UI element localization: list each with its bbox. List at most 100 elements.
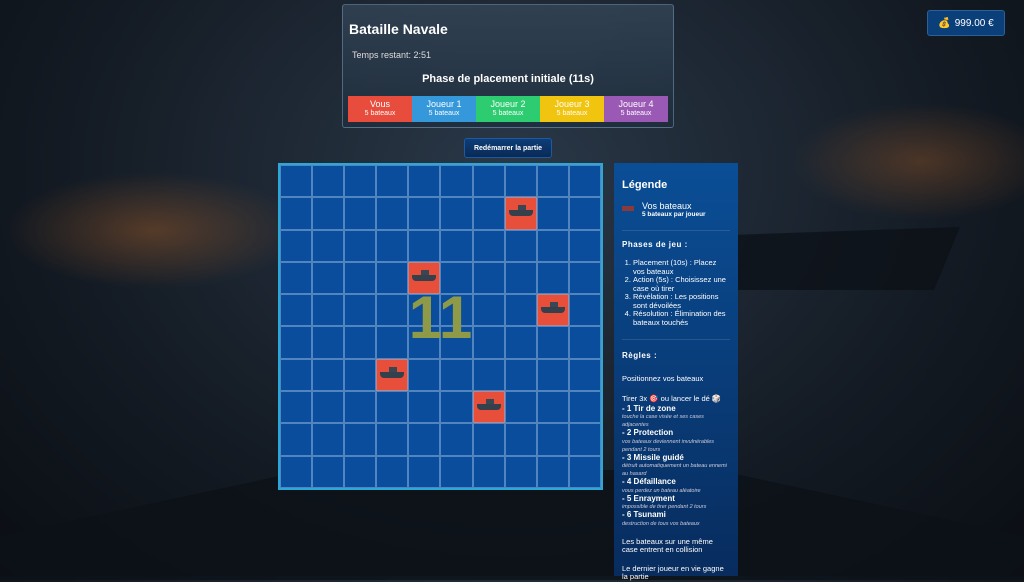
board-cell[interactable] xyxy=(408,423,441,456)
board-cell-ship[interactable] xyxy=(376,358,409,392)
board-cell[interactable] xyxy=(280,165,313,198)
board-cell[interactable] xyxy=(344,423,377,456)
board-cell[interactable] xyxy=(504,294,537,327)
board-cell[interactable] xyxy=(280,229,313,262)
board-cell[interactable] xyxy=(504,423,537,456)
board-cell[interactable] xyxy=(440,423,473,456)
board-cell[interactable] xyxy=(536,455,569,488)
board-cell[interactable] xyxy=(344,197,377,230)
board-cell[interactable] xyxy=(376,326,409,359)
board-cell[interactable] xyxy=(408,197,441,230)
board-cell[interactable] xyxy=(312,423,345,456)
board-cell[interactable] xyxy=(408,229,441,262)
board-cell[interactable] xyxy=(344,358,377,392)
board-cell-ship[interactable] xyxy=(504,197,537,230)
board-cell[interactable] xyxy=(568,165,601,198)
board-cell[interactable] xyxy=(568,455,601,488)
board-cell[interactable] xyxy=(440,261,473,295)
board-cell[interactable] xyxy=(280,358,313,392)
board-cell[interactable] xyxy=(472,229,505,262)
board-cell[interactable] xyxy=(312,294,345,327)
board-cell-ship[interactable] xyxy=(536,294,569,327)
balance-button[interactable]: 💰999.00 € xyxy=(927,10,1005,36)
board-cell[interactable] xyxy=(472,197,505,230)
board-cell[interactable] xyxy=(568,197,601,230)
board-cell[interactable] xyxy=(440,358,473,392)
board-cell[interactable] xyxy=(376,197,409,230)
board-cell[interactable] xyxy=(408,294,441,327)
board-cell[interactable] xyxy=(312,391,345,424)
board-cell[interactable] xyxy=(408,391,441,424)
board-cell[interactable] xyxy=(376,229,409,262)
board-cell[interactable] xyxy=(472,358,505,392)
board-cell[interactable] xyxy=(312,197,345,230)
board-cell[interactable] xyxy=(568,261,601,295)
board-cell[interactable] xyxy=(280,455,313,488)
board-cell[interactable] xyxy=(408,326,441,359)
board-cell[interactable] xyxy=(504,165,537,198)
board-cell[interactable] xyxy=(568,358,601,392)
board-cell[interactable] xyxy=(568,391,601,424)
board-cell[interactable] xyxy=(536,165,569,198)
board-cell[interactable] xyxy=(568,326,601,359)
board-cell[interactable] xyxy=(472,294,505,327)
board-cell[interactable] xyxy=(408,455,441,488)
board-cell[interactable] xyxy=(376,165,409,198)
board-cell[interactable] xyxy=(472,423,505,456)
board-cell[interactable] xyxy=(376,391,409,424)
board-cell[interactable] xyxy=(472,326,505,359)
board-cell[interactable] xyxy=(568,229,601,262)
board-cell[interactable] xyxy=(504,391,537,424)
board-cell[interactable] xyxy=(568,423,601,456)
board-cell[interactable] xyxy=(280,423,313,456)
board-cell[interactable] xyxy=(440,391,473,424)
board-cell[interactable] xyxy=(504,455,537,488)
board-cell[interactable] xyxy=(344,261,377,295)
board-cell[interactable] xyxy=(280,294,313,327)
board-cell[interactable] xyxy=(280,261,313,295)
board-cell[interactable] xyxy=(440,165,473,198)
board-cell[interactable] xyxy=(504,326,537,359)
board-cell[interactable] xyxy=(280,391,313,424)
board-cell[interactable] xyxy=(312,358,345,392)
board-cell[interactable] xyxy=(280,326,313,359)
board-cell[interactable] xyxy=(344,229,377,262)
board-cell[interactable] xyxy=(504,261,537,295)
board-cell[interactable] xyxy=(472,261,505,295)
board-cell[interactable] xyxy=(440,455,473,488)
restart-button[interactable]: Redémarrer la partie xyxy=(464,138,552,158)
board-cell[interactable] xyxy=(504,358,537,392)
board-cell[interactable] xyxy=(472,455,505,488)
board-cell[interactable] xyxy=(312,165,345,198)
board-cell[interactable] xyxy=(376,294,409,327)
board-cell-ship[interactable] xyxy=(408,261,441,295)
board-cell[interactable] xyxy=(536,391,569,424)
board-cell[interactable] xyxy=(504,229,537,262)
board-cell[interactable] xyxy=(280,197,313,230)
board-cell[interactable] xyxy=(536,326,569,359)
board-cell[interactable] xyxy=(312,455,345,488)
board-cell[interactable] xyxy=(472,165,505,198)
board-cell[interactable] xyxy=(440,229,473,262)
board-cell[interactable] xyxy=(312,229,345,262)
board-cell[interactable] xyxy=(344,165,377,198)
board-cell[interactable] xyxy=(440,294,473,327)
board-cell[interactable] xyxy=(536,261,569,295)
board-cell[interactable] xyxy=(408,358,441,392)
board-cell[interactable] xyxy=(408,165,441,198)
board-cell[interactable] xyxy=(312,326,345,359)
board-cell[interactable] xyxy=(344,326,377,359)
board-cell[interactable] xyxy=(312,261,345,295)
board-cell[interactable] xyxy=(536,358,569,392)
board-cell[interactable] xyxy=(376,455,409,488)
board-cell[interactable] xyxy=(344,391,377,424)
board-cell[interactable] xyxy=(536,423,569,456)
board-cell[interactable] xyxy=(536,229,569,262)
board-cell[interactable] xyxy=(440,197,473,230)
board-cell[interactable] xyxy=(536,197,569,230)
board-cell-ship[interactable] xyxy=(472,391,505,424)
board-cell[interactable] xyxy=(376,261,409,295)
board-cell[interactable] xyxy=(344,294,377,327)
board-cell[interactable] xyxy=(344,455,377,488)
board-cell[interactable] xyxy=(376,423,409,456)
